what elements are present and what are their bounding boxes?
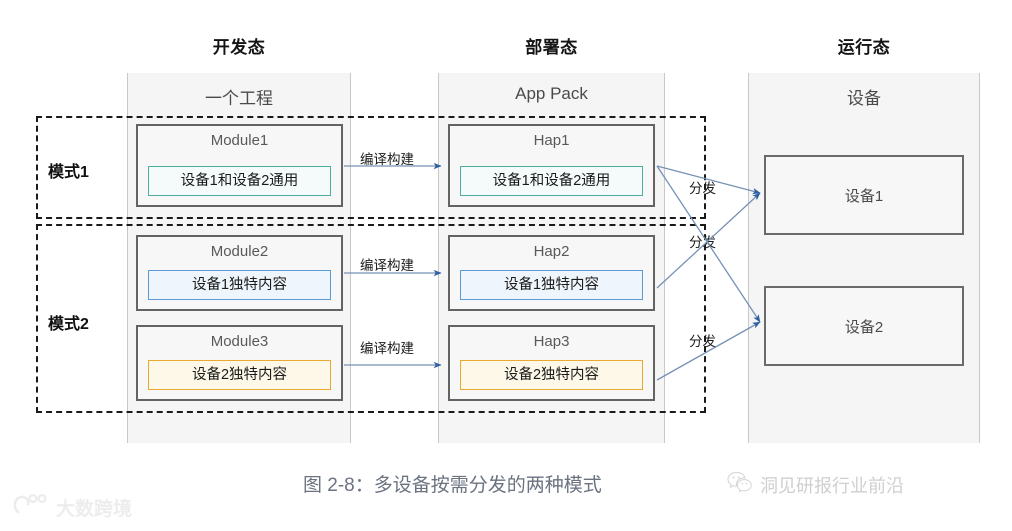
- hap-chip-2: 设备1独特内容: [460, 270, 643, 300]
- distribute-label-2: 分发: [689, 235, 716, 250]
- band-caption-project: 一个工程: [205, 89, 273, 108]
- module-chip-3: 设备2独特内容: [148, 360, 331, 390]
- stage-title-deployment: 部署态: [525, 38, 578, 57]
- module-chip-1: 设备1和设备2通用: [148, 166, 331, 196]
- hap-box-1[interactable]: Hap1 设备1和设备2通用: [448, 124, 655, 207]
- band-caption-device: 设备: [847, 89, 881, 108]
- device-box-2[interactable]: 设备2: [764, 286, 964, 366]
- mode-label-2: 模式2: [48, 316, 89, 333]
- watermark-right: 洞见研报行业前沿: [727, 471, 904, 498]
- dashukuajing-logo-icon: [12, 492, 50, 522]
- module-box-2[interactable]: Module2 设备1独特内容: [136, 235, 343, 311]
- distribute-label-1: 分发: [689, 181, 716, 196]
- distribute-label-3: 分发: [689, 334, 716, 349]
- wechat-icon: [727, 471, 753, 498]
- mode-label-1: 模式1: [48, 164, 89, 181]
- build-label-1: 编译构建: [360, 152, 414, 167]
- figure-caption: 图 2-8：多设备按需分发的两种模式: [303, 475, 602, 496]
- module-title-1: Module1: [210, 132, 269, 149]
- band-caption-app-pack: App Pack: [515, 84, 588, 103]
- module-box-1[interactable]: Module1 设备1和设备2通用: [136, 124, 343, 207]
- module-title-3: Module3: [210, 333, 269, 350]
- watermark-left: 大数跨境: [12, 492, 132, 522]
- module-title-2: Module2: [210, 243, 269, 260]
- hap-title-3: Hap3: [533, 333, 570, 350]
- band-runtime: [748, 73, 980, 443]
- hap-title-2: Hap2: [533, 243, 570, 260]
- stage-title-runtime: 运行态: [837, 38, 891, 57]
- hap-box-3[interactable]: Hap3 设备2独特内容: [448, 325, 655, 401]
- module-chip-2: 设备1独特内容: [148, 270, 331, 300]
- build-label-3: 编译构建: [360, 341, 414, 356]
- hap-chip-3: 设备2独特内容: [460, 360, 643, 390]
- hap-box-2[interactable]: Hap2 设备1独特内容: [448, 235, 655, 311]
- hap-title-1: Hap1: [533, 132, 570, 149]
- watermark-right-text: 洞见研报行业前沿: [760, 475, 904, 496]
- hap-chip-1: 设备1和设备2通用: [460, 166, 643, 196]
- build-label-2: 编译构建: [360, 258, 414, 273]
- watermark-left-text: 大数跨境: [56, 498, 133, 520]
- stage-title-development: 开发态: [212, 38, 266, 57]
- device-box-1[interactable]: 设备1: [764, 155, 964, 235]
- module-box-3[interactable]: Module3 设备2独特内容: [136, 325, 343, 401]
